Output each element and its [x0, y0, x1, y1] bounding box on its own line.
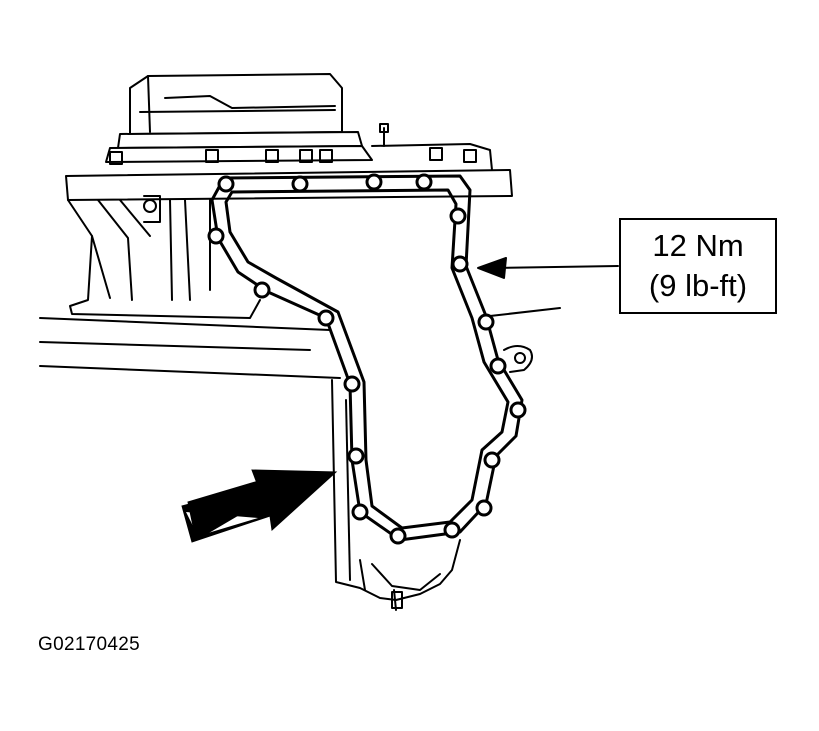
torque-metric-label: 12 Nm: [652, 228, 744, 263]
oil-pan: [331, 345, 533, 611]
figure-id: G02170425: [38, 634, 141, 655]
gasket-bolts: [207, 173, 527, 545]
torque-imperial-label: (9 lb-ft): [648, 268, 748, 303]
engine-top-cover: [105, 73, 373, 163]
crossmember: [39, 307, 561, 379]
leader-arrow-icon: [477, 257, 619, 279]
bell-housing: [67, 199, 261, 319]
bold-right-arrow-icon: [181, 469, 338, 543]
torque-callout: 12 Nm (9 lb-ft): [619, 218, 777, 314]
